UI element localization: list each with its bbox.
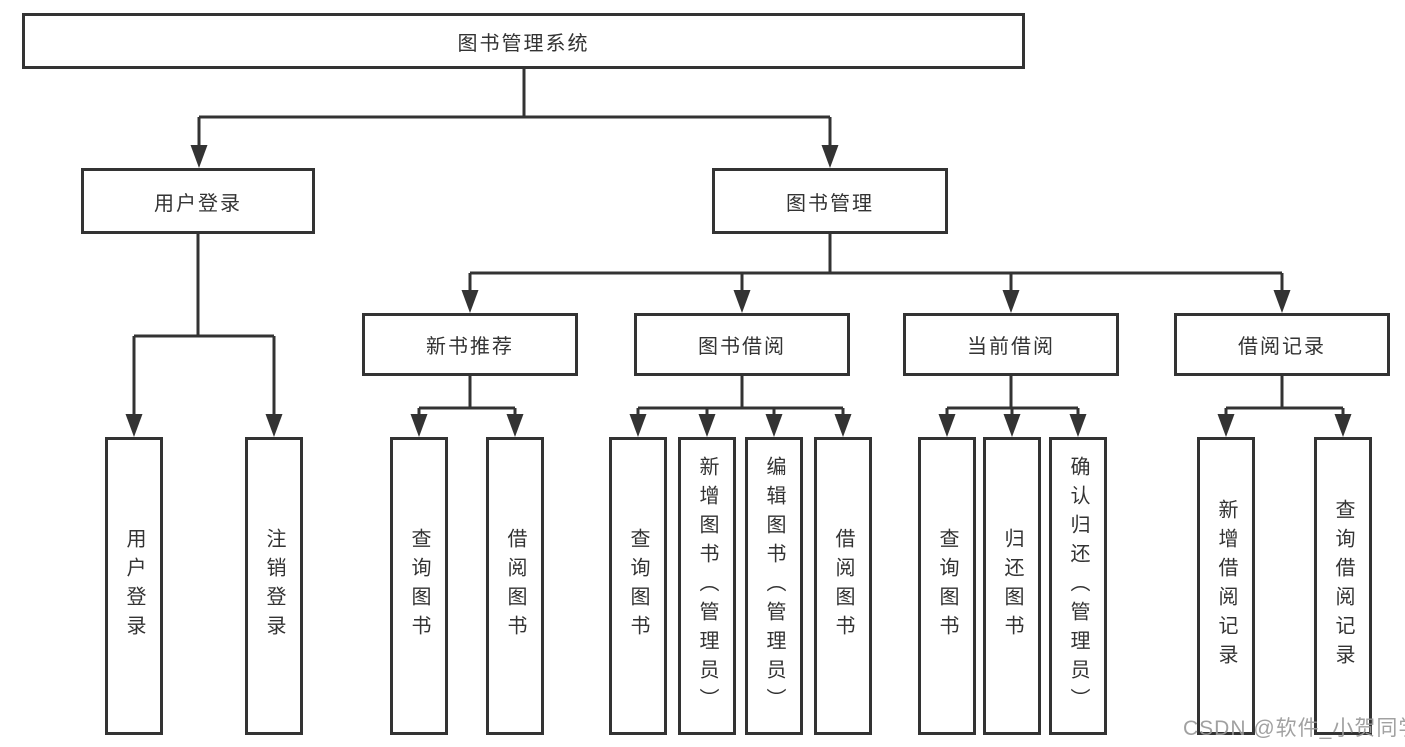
node-borrowing-records: 借阅记录: [1174, 313, 1390, 376]
csdn-watermark: CSDN @软件_小贺同学: [1183, 717, 1405, 740]
leaf-add-book-admin: 新增图书（管理员）: [678, 437, 736, 735]
leaf-query-books-current-label: 查询图书: [936, 528, 958, 644]
leaf-confirm-return-admin-label: 确认归还（管理员）: [1067, 455, 1089, 717]
leaf-logout-label: 注销登录: [263, 528, 285, 644]
leaf-confirm-return-admin: 确认归还（管理员）: [1049, 437, 1107, 735]
leaf-query-borrow-record: 查询借阅记录: [1314, 437, 1372, 735]
node-book-borrowing: 图书借阅: [634, 313, 850, 376]
node-current-borrowing: 当前借阅: [903, 313, 1119, 376]
node-new-book-recommend: 新书推荐: [362, 313, 578, 376]
leaf-edit-book-admin-label: 编辑图书（管理员）: [763, 455, 785, 717]
leaf-query-books-recommend: 查询图书: [390, 437, 448, 735]
leaf-user-login: 用户登录: [105, 437, 163, 735]
leaf-edit-book-admin: 编辑图书（管理员）: [745, 437, 803, 735]
leaf-add-book-admin-label: 新增图书（管理员）: [696, 455, 718, 717]
leaf-borrow-books-recommend: 借阅图书: [486, 437, 544, 735]
leaf-logout: 注销登录: [245, 437, 303, 735]
leaf-borrow-books: 借阅图书: [814, 437, 872, 735]
node-user-login: 用户登录: [81, 168, 315, 234]
leaf-borrow-books-label: 借阅图书: [832, 528, 854, 644]
node-root: 图书管理系统: [22, 13, 1025, 69]
leaf-user-login-label: 用户登录: [123, 528, 145, 644]
leaf-return-books: 归还图书: [983, 437, 1041, 735]
leaf-add-borrow-record: 新增借阅记录: [1197, 437, 1255, 735]
leaf-query-books-borrow: 查询图书: [609, 437, 667, 735]
leaf-query-books-borrow-label: 查询图书: [627, 528, 649, 644]
leaf-query-borrow-record-label: 查询借阅记录: [1332, 499, 1354, 673]
leaf-query-books-current: 查询图书: [918, 437, 976, 735]
leaf-query-books-recommend-label: 查询图书: [408, 528, 430, 644]
leaf-return-books-label: 归还图书: [1001, 528, 1023, 644]
leaf-add-borrow-record-label: 新增借阅记录: [1215, 499, 1237, 673]
leaf-borrow-books-recommend-label: 借阅图书: [504, 528, 526, 644]
node-book-management: 图书管理: [712, 168, 948, 234]
